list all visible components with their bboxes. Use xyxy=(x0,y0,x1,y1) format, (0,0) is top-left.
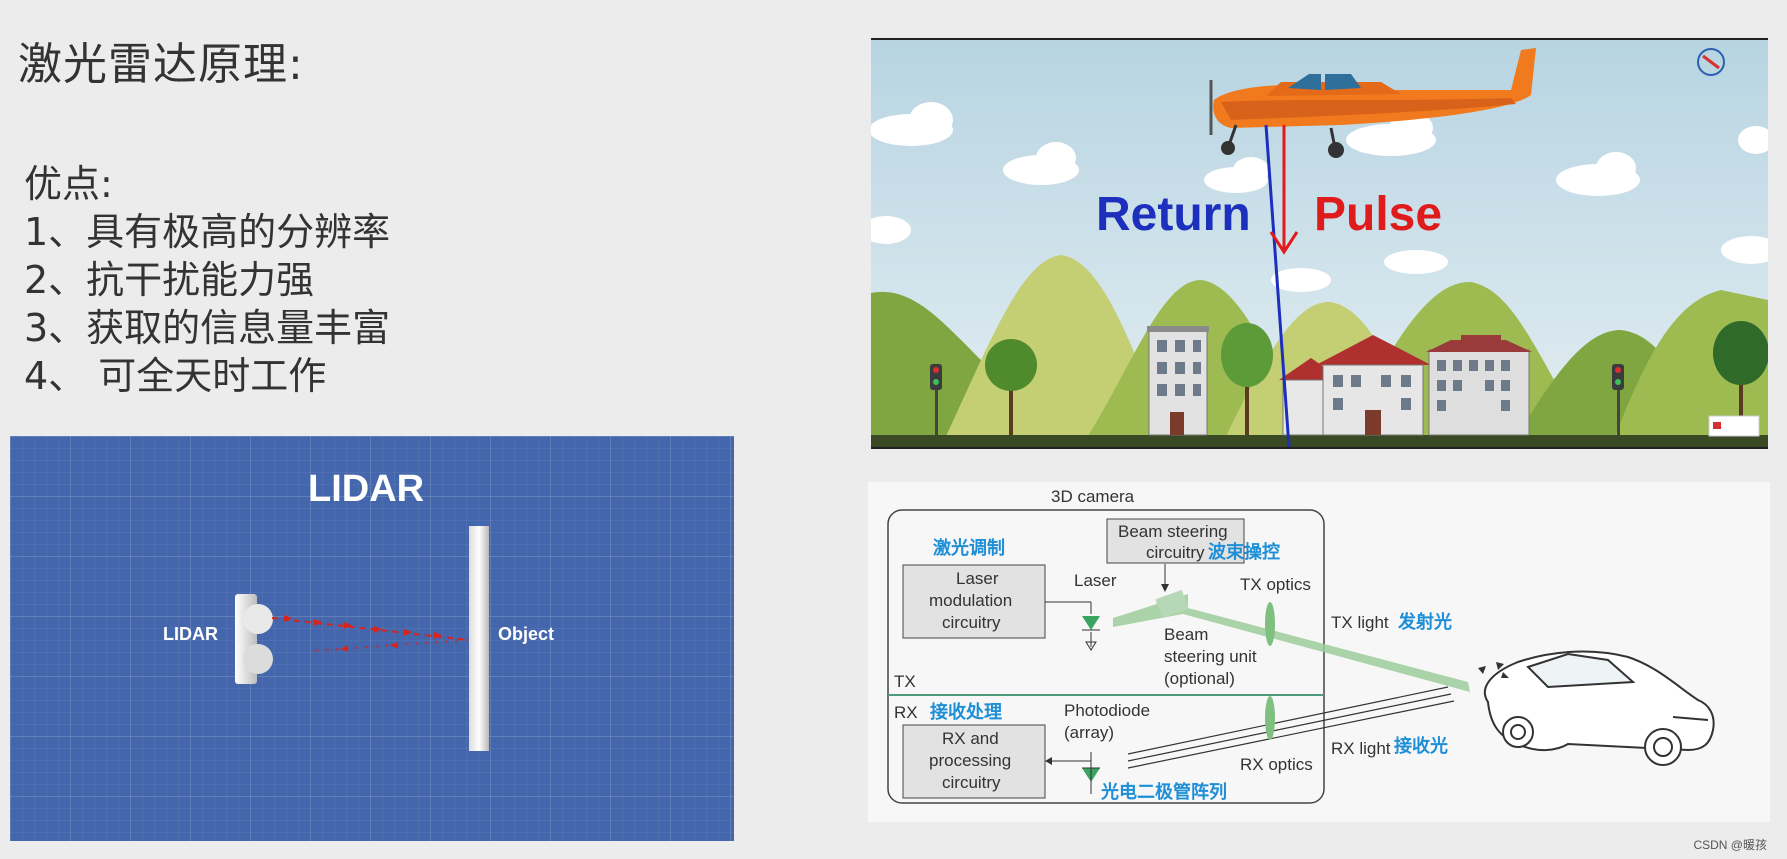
beam-steering-cn-label: 波束操控 xyxy=(1208,541,1280,562)
rx-light-label: RX light xyxy=(1331,739,1391,758)
buildings xyxy=(1147,326,1532,436)
lidar-sensor xyxy=(235,594,273,684)
airplane-scene: Return Pulse xyxy=(871,40,1768,447)
laser-modulation-line2: modulation xyxy=(929,591,1012,610)
object-plate xyxy=(469,526,489,751)
object-label: Object xyxy=(498,624,555,644)
rx-processing-line1: RX and xyxy=(942,729,999,748)
lidar-sensor-label: LIDAR xyxy=(163,624,218,644)
photodiode-line1: Photodiode xyxy=(1064,701,1150,720)
tx-light-label: TX light xyxy=(1331,613,1389,632)
beam-steering-unit-icon xyxy=(1155,589,1189,619)
photodiode-line2: (array) xyxy=(1064,723,1114,742)
tx-optics-label: TX optics xyxy=(1240,575,1311,594)
page-title: 激光雷达原理: xyxy=(18,39,304,90)
rx-processing-line3: circuitry xyxy=(942,773,1001,792)
tx-section-label: TX xyxy=(894,672,916,691)
beam-steering-circuitry-line2: circuitry xyxy=(1146,543,1205,562)
laser-diode-icon xyxy=(1082,616,1100,651)
rx-processing-cn-label: 接收处理 xyxy=(930,701,1002,722)
tx-beam xyxy=(1113,594,1470,692)
lidar-title: LIDAR xyxy=(308,468,425,510)
laser-label: Laser xyxy=(1074,571,1117,590)
rx-optics-label: RX optics xyxy=(1240,755,1313,774)
advantage-item: 3、获取的信息量丰富 xyxy=(24,306,391,350)
advantage-item: 2、抗干扰能力强 xyxy=(24,258,315,302)
pulse-label: Pulse xyxy=(1314,188,1442,241)
laser-beam xyxy=(271,617,469,652)
camera-caption: 3D camera xyxy=(1051,487,1135,506)
rx-light-cn-label: 接收光 xyxy=(1394,735,1448,756)
photodiode-cn-label: 光电二极管阵列 xyxy=(1100,781,1227,802)
rx-optics-lens-icon xyxy=(1265,696,1275,740)
rx-processing-line2: processing xyxy=(929,751,1011,770)
tx-light-cn-label: 发射光 xyxy=(1397,611,1452,632)
advantages-list: 优点: 1、具有极高的分辨率 2、抗干扰能力强 3、获取的信息量丰富 4、 可全… xyxy=(24,160,390,400)
camera-diagram: 3D camera Beam steering circuitry 波束操控 激… xyxy=(868,482,1770,822)
advantage-item: 1、具有极高的分辨率 xyxy=(24,210,391,254)
photodiode-icon xyxy=(1082,752,1100,794)
watermark: CSDN @暖孩 xyxy=(1693,838,1767,852)
tx-optics-lens-icon xyxy=(1265,602,1275,646)
advantage-item: 4、 可全天时工作 xyxy=(24,354,327,398)
advantages-heading: 优点: xyxy=(24,162,113,206)
laser-modulation-cn-label: 激光调制 xyxy=(933,537,1005,558)
airplane xyxy=(1209,48,1536,158)
rx-section-label: RX xyxy=(894,703,918,722)
beam-steering-unit-line1: Beam xyxy=(1164,625,1208,644)
rx-light-rays xyxy=(1127,686,1455,769)
return-label: Return xyxy=(1096,188,1251,241)
clouds xyxy=(871,102,1768,292)
beam-steering-circuitry-line1: Beam steering xyxy=(1118,522,1228,541)
channel-logo-icon xyxy=(1697,48,1725,76)
subscribe-badge-icon xyxy=(1708,415,1760,437)
car-icon xyxy=(1483,650,1715,766)
airplane-illustration: Return Pulse xyxy=(871,38,1768,449)
camera-diagram-svg: 3D camera Beam steering circuitry 波束操控 激… xyxy=(887,487,1715,804)
beam-steering-unit-line2: steering unit xyxy=(1164,647,1257,666)
laser-modulation-line3: circuitry xyxy=(942,613,1001,632)
trees xyxy=(930,321,1768,435)
lidar-illustration: LIDAR LIDAR Object xyxy=(10,436,734,841)
beam-steering-unit-line3: (optional) xyxy=(1164,669,1235,688)
laser-modulation-line1: Laser xyxy=(956,569,999,588)
return-line xyxy=(1264,124,1291,447)
lidar-diagram xyxy=(235,526,489,751)
